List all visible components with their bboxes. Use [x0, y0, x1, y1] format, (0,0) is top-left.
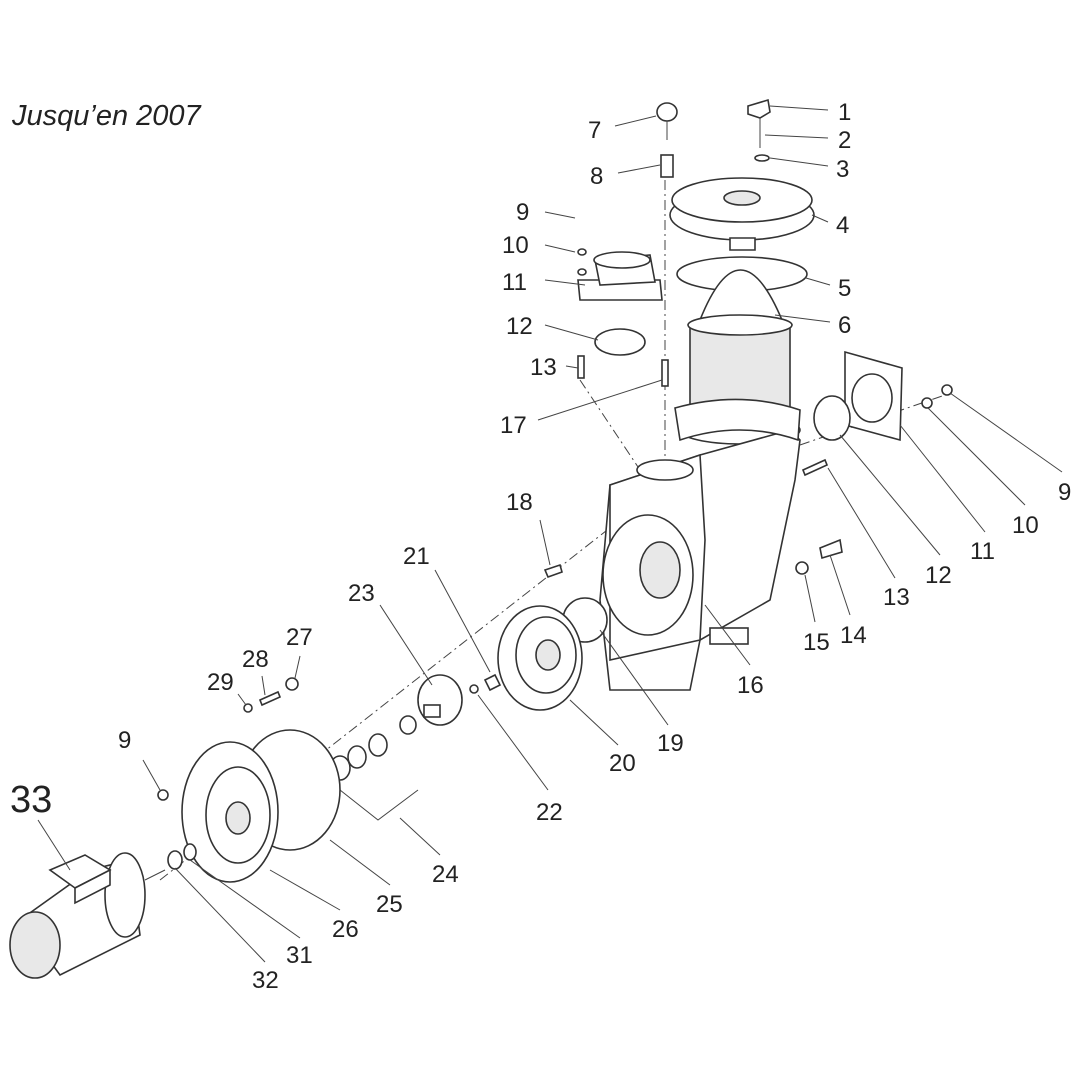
callout-9-right: 9 [1058, 479, 1071, 506]
callout-9: 9 [516, 199, 529, 226]
callout-28: 28 [242, 646, 269, 673]
callout-10-right: 10 [1012, 512, 1039, 539]
inlet-gasket [594, 328, 646, 356]
callout-18: 18 [506, 489, 533, 516]
callout-13: 13 [530, 354, 557, 381]
nut [157, 789, 169, 801]
shaft-washer [183, 843, 197, 861]
callout-29: 29 [207, 669, 234, 696]
callout-11: 11 [502, 269, 527, 296]
bleed-screw [243, 677, 299, 713]
lid-knob [747, 98, 771, 162]
impeller [417, 674, 463, 726]
callout-9-left: 9 [118, 727, 131, 754]
callout-5: 5 [838, 275, 851, 302]
callout-20: 20 [609, 750, 636, 777]
callout-7: 7 [588, 117, 601, 144]
callout-31: 31 [286, 942, 313, 969]
callout-32: 32 [252, 967, 279, 994]
seal-plate [181, 741, 279, 883]
motor [9, 852, 166, 979]
diffuser [497, 605, 583, 711]
drain-plug [819, 538, 843, 560]
pump-body [599, 398, 801, 691]
callout-11-right: 11 [970, 538, 995, 565]
callout-33: 33 [10, 779, 52, 821]
callout-26: 26 [332, 916, 359, 943]
stud [577, 355, 585, 379]
callout-24: 24 [432, 861, 459, 888]
drain-washer [795, 561, 809, 575]
mechanical-seal [329, 715, 419, 821]
callout-16: 16 [737, 672, 764, 699]
diagram-title: Jusqu’en 2007 [12, 100, 201, 132]
washer [921, 397, 933, 409]
callout-2: 2 [838, 127, 851, 154]
callout-15: 15 [803, 629, 830, 656]
shaft-seal [167, 850, 183, 870]
callout-17: 17 [500, 412, 527, 439]
callout-25: 25 [376, 891, 403, 918]
callout-13-right: 13 [883, 584, 910, 611]
stud [661, 359, 669, 387]
callout-4: 4 [836, 212, 849, 239]
callout-6: 6 [838, 312, 851, 339]
callout-21: 21 [403, 543, 430, 570]
callout-14: 14 [840, 622, 867, 649]
callout-12: 12 [506, 313, 533, 340]
shaft-axis-line [159, 519, 621, 881]
callout-27: 27 [286, 624, 313, 651]
callout-8: 8 [590, 163, 603, 190]
leader-lines [37, 105, 1063, 963]
callout-22: 22 [536, 799, 563, 826]
eye-bolt [656, 102, 678, 178]
impeller-nut [483, 673, 502, 692]
callout-10: 10 [502, 232, 529, 259]
outlet-flange [844, 350, 903, 442]
stud-axis-line [579, 379, 641, 471]
washer [469, 684, 479, 694]
strainer-lid [669, 177, 815, 251]
callout-12-right: 12 [925, 562, 952, 589]
stud [543, 563, 563, 579]
callout-1: 1 [838, 99, 851, 126]
callout-19: 19 [657, 730, 684, 757]
nut [941, 384, 953, 396]
inlet-flange [577, 248, 663, 301]
outlet-gasket [813, 395, 851, 441]
stud [801, 458, 829, 477]
callout-3: 3 [836, 156, 849, 183]
callout-23: 23 [348, 580, 375, 607]
